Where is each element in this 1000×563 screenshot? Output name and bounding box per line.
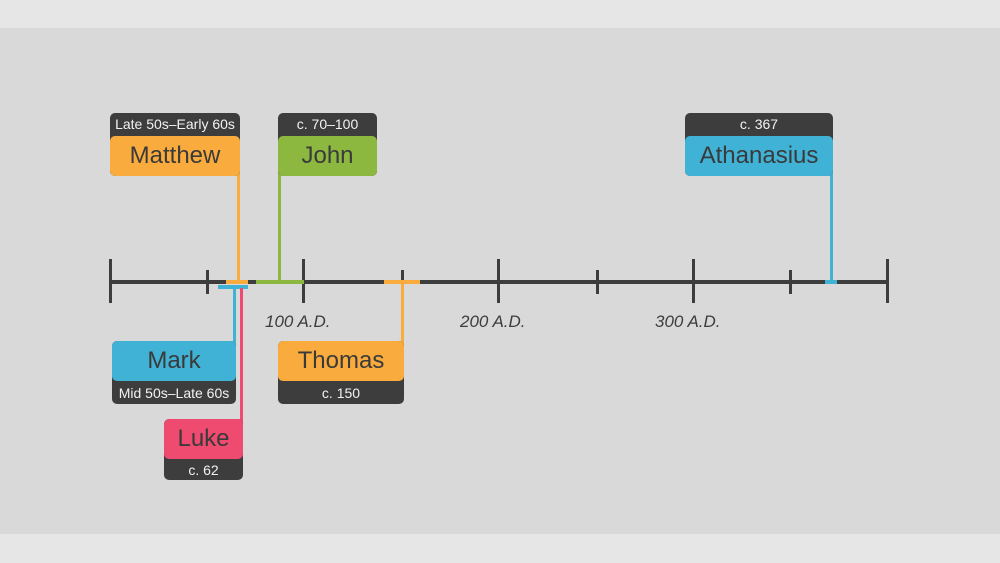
tick-400 [886, 259, 889, 303]
tick-label-200: 200 A.D. [460, 312, 526, 331]
matthew-connector [237, 155, 240, 283]
athanasius-card: c. 367 Athanasius [685, 113, 833, 176]
tick-250 [596, 270, 599, 294]
athanasius-name: Athanasius [685, 136, 833, 176]
mark-name: Mark [112, 341, 236, 381]
tick-300 [692, 259, 695, 303]
thomas-date: c. 150 [321, 385, 361, 401]
thomas-name: Thomas [278, 341, 404, 381]
matthew-name: Matthew [110, 136, 240, 176]
john-name: John [278, 136, 377, 176]
matthew-card: Late 50s–Early 60s Matthew [110, 113, 240, 176]
thomas-card: Thomas c. 150 [278, 341, 404, 404]
luke-name: Luke [164, 419, 243, 459]
athanasius-connector [830, 155, 833, 283]
mark-date: Mid 50s–Late 60s [118, 385, 230, 401]
john-date: c. 70–100 [296, 116, 359, 132]
luke-date: c. 62 [188, 462, 219, 478]
thomas-connector [401, 283, 404, 376]
john-connector [278, 155, 281, 283]
tick-0 [109, 259, 112, 303]
tick-350 [789, 270, 792, 294]
luke-connector [240, 288, 243, 446]
matthew-date: Late 50s–Early 60s [115, 116, 235, 132]
luke-card: Luke c. 62 [164, 419, 243, 480]
mark-connector [233, 286, 236, 374]
tick-label-100: 100 A.D. [265, 312, 331, 331]
tick-200 [497, 259, 500, 303]
mark-card: Mark Mid 50s–Late 60s [112, 341, 236, 404]
john-card: c. 70–100 John [278, 113, 377, 176]
thomas-range [384, 280, 420, 284]
athanasius-date: c. 367 [739, 116, 779, 132]
tick-50 [206, 270, 209, 294]
tick-label-300: 300 A.D. [655, 312, 721, 331]
